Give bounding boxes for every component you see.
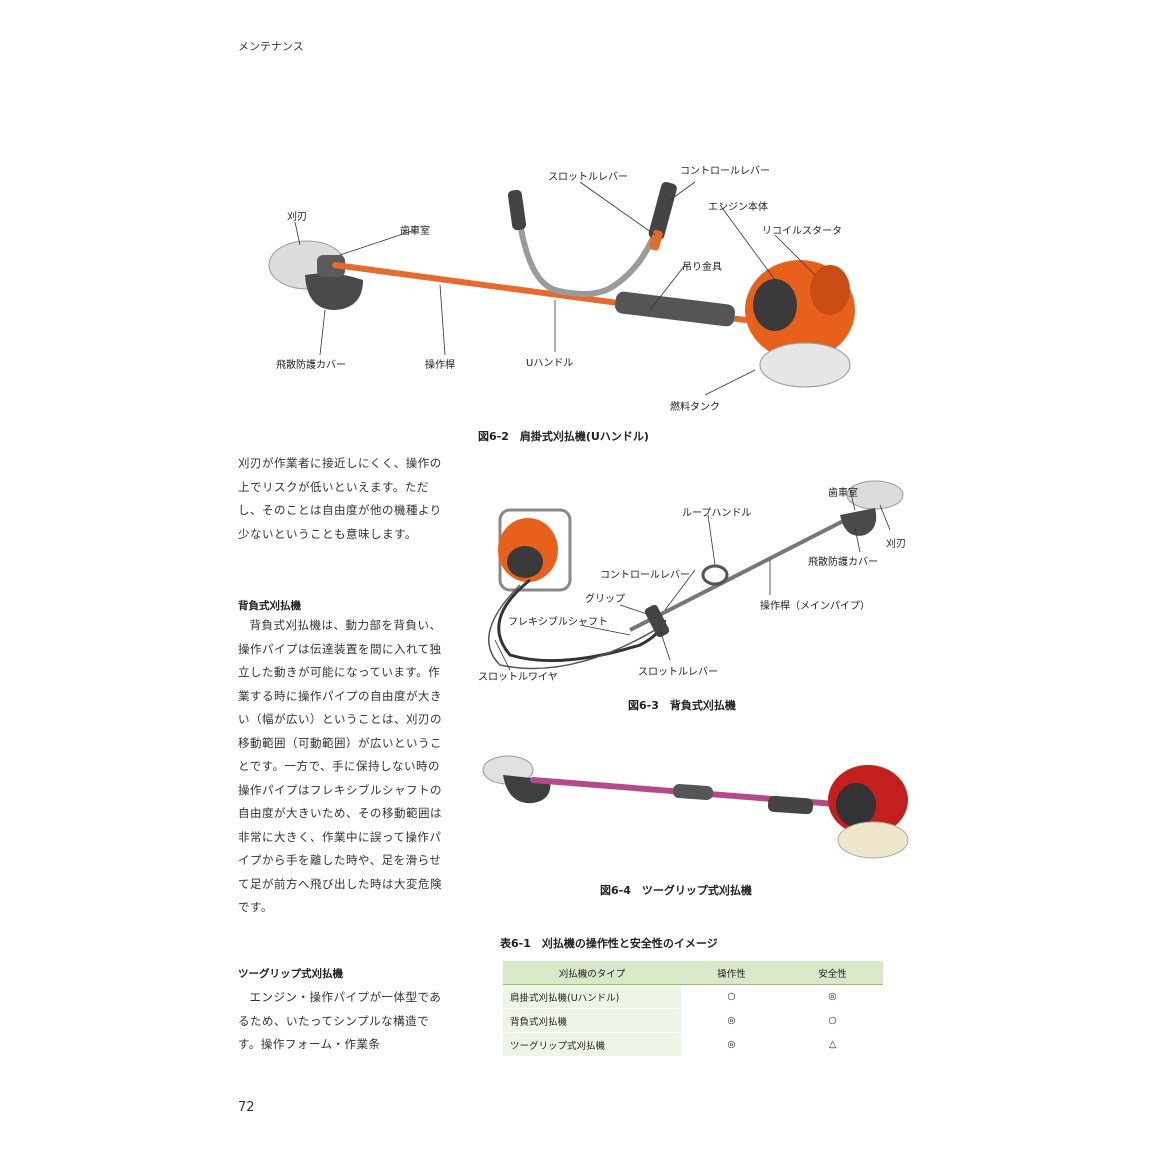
table-header-safety: 安全性 [782,961,883,985]
table-cell-safety: △ [782,1032,883,1057]
fig63-label-loop-handle: ループハンドル [682,508,752,519]
table-cell-operability: ◎ [681,1008,782,1033]
right-grip [648,182,677,240]
main-pipe [629,513,856,632]
fig62-label-fuel-tank: 燃料タンク [670,402,720,413]
fig63-label-shaft: 操作桿（メインパイプ） [760,601,870,612]
body-paragraph-1: 刈刃が作業者に接近しにくく、操作の上でリスクが低いといえます。ただし、そのことは… [238,456,442,541]
table-cell-operability: ○ [681,984,782,1009]
figure-6-2-caption: 図6-2 肩掛式刈払機(Uハンドル) [478,430,649,443]
leader-lines [494,489,891,671]
figure-6-4-illustration [482,755,909,859]
table-header-type: 刈払機のタイプ [503,961,681,985]
fig63-label-blade: 刈刃 [886,539,906,550]
table-cell-type: 背負式刈払機 [503,1008,681,1033]
rear-grip [767,795,814,815]
throttle-lever-shape [649,229,663,251]
fig63-label-throttle-lever: スロットルレバー [638,667,718,678]
table-6-1: 刈払機のタイプ 操作性 安全性 肩掛式刈払機(Uハンドル) ○ ◎ 背負式刈払機… [503,961,883,1057]
fig62-label-control-lever: コントロールレバー [680,166,770,177]
figure-6-4-caption: 図6-4 ツーグリップ式刈払機 [600,884,752,897]
section-title-twogrip: ツーグリップ式刈払機 [238,968,343,980]
fig62-label-u-handle: Uハンドル [526,358,574,369]
table-cell-operability: ◎ [681,1032,782,1057]
u-handle [514,199,663,297]
table-row: ツーグリップ式刈払機 ◎ △ [503,1032,883,1057]
left-grip [507,189,527,231]
table-cell-safety: ○ [782,1008,883,1033]
fig63-label-flex-shaft: フレキシブルシャフト [508,617,608,628]
guard-cover [305,273,363,310]
leader-lines [294,181,816,396]
fig63-label-grip: グリップ [585,594,625,605]
shaft-grip [615,291,735,327]
fig62-label-recoil-starter: リコイルスタータ [762,226,842,237]
fig63-label-gear-case: 歯車室 [828,488,858,499]
throttle-wire [488,584,656,670]
fig63-label-throttle-wire: スロットルワイヤ [478,672,558,683]
fig62-label-gear-case: 歯車室 [400,226,430,237]
table-cell-type: ツーグリップ式刈払機 [503,1032,681,1057]
fig62-label-guard: 飛散防護カバー [276,360,346,371]
recoil-starter [753,279,797,331]
fuel-tank [759,342,851,388]
table-cell-safety: ◎ [782,984,883,1009]
figure-6-3-caption: 図6-3 背負式刈払機 [628,699,736,712]
fig63-label-guard: 飛散防護カバー [808,557,878,568]
figure-6-3-illustration [488,480,904,671]
body-paragraph-2: 背負式刈払機は、動力部を背負い、操作パイプは伝達装置を間に入れて独立した動きが可… [238,618,442,914]
fig63-label-control-lever: コントロールレバー [600,570,690,581]
fig62-label-throttle-lever: スロットルレバー [548,172,628,183]
page-number: 72 [238,1100,255,1115]
figure-6-2-illustration [268,181,855,396]
table-row: 肩掛式刈払機(Uハンドル) ○ ◎ [503,984,883,1009]
running-header: メンテナンス [238,40,304,53]
table-row: 背負式刈払機 ◎ ○ [503,1008,883,1033]
fuel-tank [837,821,909,859]
fig62-label-blade: 刈刃 [287,212,307,223]
front-grip [672,784,714,800]
fig62-label-hanger: 吊り金具 [682,262,722,273]
body-paragraph-3: エンジン・操作パイプが一体型であるため、いたってシンプルな構造です。操作フォーム… [238,990,442,1051]
guard-cover [840,508,877,536]
grip-shape [644,604,670,638]
fig62-label-engine-body: エンジン本体 [708,202,768,213]
table-header-operability: 操作性 [681,961,782,985]
section-title-backpack: 背負式刈払機 [238,600,301,612]
table-header-row: 刈払機のタイプ 操作性 安全性 [503,961,883,985]
gear-case-shape [317,255,345,277]
table-6-1-title: 表6-1 刈払機の操作性と安全性のイメージ [500,937,718,950]
flex-shaft [497,578,667,663]
fig62-label-shaft: 操作桿 [425,360,455,371]
loop-handle [701,564,729,586]
table-cell-type: 肩掛式刈払機(Uハンドル) [503,984,681,1009]
